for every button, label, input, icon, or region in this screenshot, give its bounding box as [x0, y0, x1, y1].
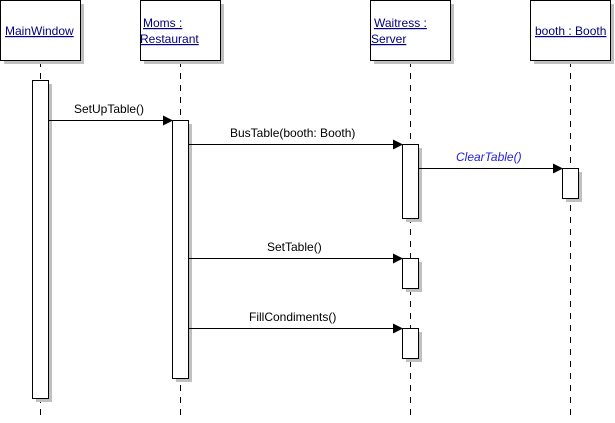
message-label: FillCondiments()	[249, 310, 336, 324]
object-label: MainWindow	[5, 24, 74, 38]
activation-waitress-settable[interactable]	[402, 258, 423, 293]
message-label: SetUpTable()	[74, 102, 144, 116]
activation-waitress-fillcondiments[interactable]	[402, 328, 423, 363]
activation-moms[interactable]	[172, 120, 193, 383]
message-bustable[interactable]: BusTable(booth: Booth)	[189, 126, 403, 150]
message-label: ClearTable()	[456, 150, 522, 164]
message-label: BusTable(booth: Booth)	[230, 126, 355, 140]
object-label-line-1: Moms :	[143, 16, 182, 30]
object-label-line-1: Waitress :	[374, 16, 427, 30]
activation-waitress-bustable[interactable]	[402, 144, 423, 223]
object-mainwindow[interactable]: MainWindow	[0, 0, 85, 65]
object-booth[interactable]: booth : Booth	[530, 0, 615, 65]
message-settable[interactable]: SetTable()	[189, 240, 403, 264]
activation-mainwindow[interactable]	[32, 80, 53, 403]
object-label: booth : Booth	[535, 24, 606, 38]
message-label: SetTable()	[267, 240, 322, 254]
message-setuptable[interactable]: SetUpTable()	[49, 102, 173, 126]
message-fillcondiments[interactable]: FillCondiments()	[189, 310, 403, 334]
activation-booth-cleartable[interactable]	[562, 168, 583, 203]
object-label-line-2: Restaurant	[140, 32, 199, 46]
message-cleartable[interactable]: ClearTable()	[419, 150, 563, 174]
object-label-line-2: Server	[371, 32, 406, 46]
object-moms-restaurant[interactable]: Moms : Restaurant	[140, 0, 224, 65]
activations	[32, 80, 583, 403]
object-waitress-server[interactable]: Waitress : Server	[370, 0, 455, 65]
